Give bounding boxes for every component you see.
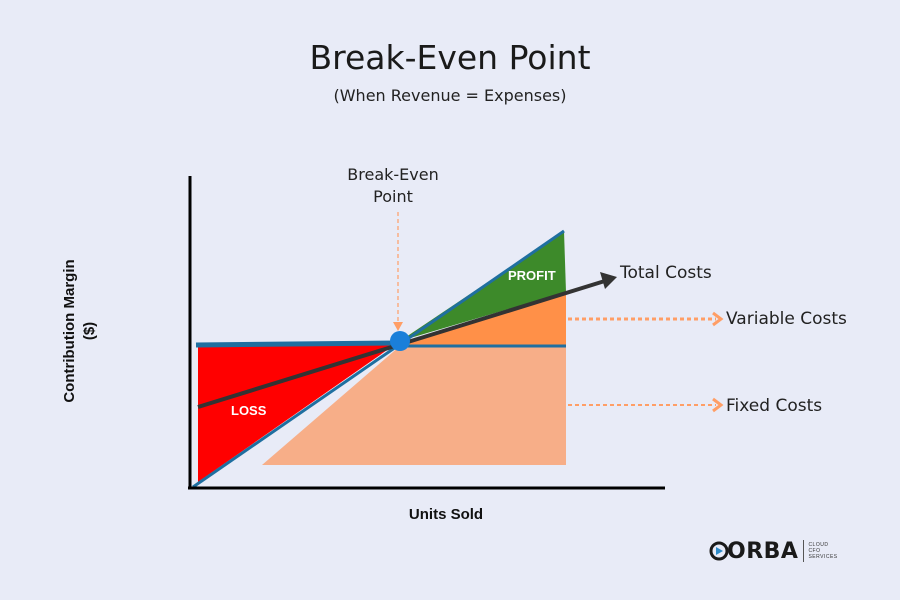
logo-mark-icon <box>709 541 729 561</box>
variable-costs-arrowhead <box>712 311 724 327</box>
logo-divider <box>803 540 805 562</box>
orba-logo: ORBA CLOUD CFO SERVICES <box>703 538 838 564</box>
fixed-costs-label: Fixed Costs <box>726 396 823 416</box>
break-even-label: Break-Even Point <box>347 165 439 206</box>
fixed-costs-region <box>262 346 566 465</box>
chart-subtitle: (When Revenue = Expenses) <box>333 86 567 105</box>
logo-name: ORBA <box>727 538 799 564</box>
fixed-costs-line <box>195 340 401 348</box>
loss-label: LOSS <box>231 403 267 418</box>
y-axis-label: Contribution Margin ($) <box>61 259 98 403</box>
fixed-costs-arrowhead <box>712 397 724 413</box>
revenue-line <box>192 229 565 489</box>
break-even-marker <box>390 331 410 351</box>
logo-tagline: CLOUD CFO SERVICES <box>808 542 838 560</box>
loss-region <box>198 341 400 482</box>
x-axis-label: Units Sold <box>408 506 484 523</box>
break-even-pointer-arrowhead <box>393 322 403 331</box>
total-costs-arrowhead <box>600 272 617 289</box>
profit-label: PROFIT <box>508 268 556 283</box>
variable-costs-label: Variable Costs <box>726 309 847 329</box>
chart-title: Break-Even Point <box>309 38 591 77</box>
total-costs-label: Total Costs <box>620 263 712 283</box>
